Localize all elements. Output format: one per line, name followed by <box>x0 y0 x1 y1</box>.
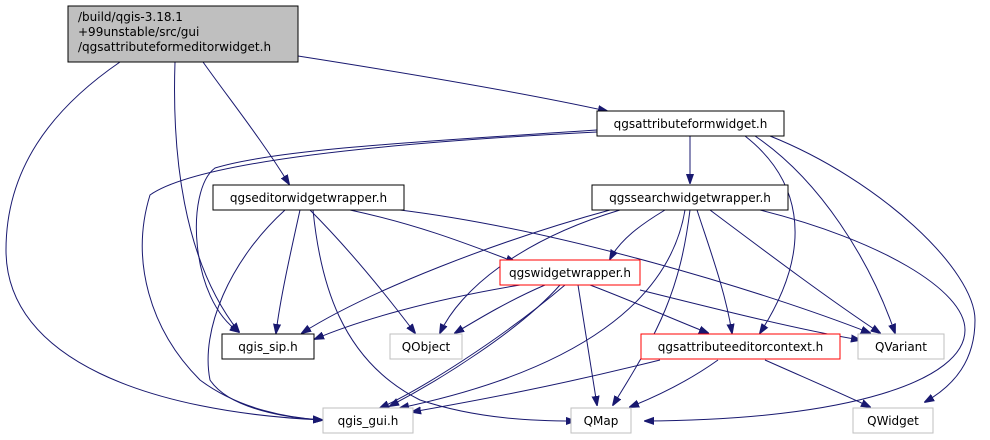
edge-widgetwrapper-to-attributeeditorcontext <box>589 284 708 333</box>
edge-searchwidgetwrapper-to-qgis-sip <box>302 209 611 333</box>
node-qobject-box <box>389 333 463 360</box>
edge-widgetwrapper-to-qmap <box>577 284 597 405</box>
edge-attributeformwidget-to-attributeeditorcontext <box>744 135 796 333</box>
edge-editorwidgetwrapper-to-qgis-gui <box>207 209 322 420</box>
node-attributeformwidget[interactable]: qgsattributeformwidget.h <box>596 110 785 137</box>
node-qwidget: QWidget <box>852 407 934 434</box>
node-root-box <box>67 5 299 63</box>
node-widgetwrapper-label: qgswidgetwrapper.h <box>509 266 631 280</box>
node-attributeformwidget-box <box>596 110 785 137</box>
node-attributeeditorcontext[interactable]: qgsattributeeditorcontext.h <box>640 333 841 360</box>
node-qwidget-label: QWidget <box>867 414 919 428</box>
node-widgetwrapper-box <box>499 259 641 286</box>
edge-attributeeditorcontext-to-qmap <box>630 359 719 407</box>
node-qvariant-box <box>857 333 945 360</box>
node-editorwidgetwrapper-label: qgseditorwidgetwrapper.h <box>230 191 387 205</box>
node-qgis-sip[interactable]: qgis_sip.h <box>221 333 315 360</box>
edge-editorwidgetwrapper-to-qmap <box>312 209 575 421</box>
edge-attributeformwidget-to-qvariant <box>754 135 895 333</box>
node-attributeeditorcontext-label: qgsattributeeditorcontext.h <box>658 340 824 354</box>
node-qgis-sip-box <box>221 333 315 360</box>
edge-root-to-qgis-gui <box>5 61 322 420</box>
edge-searchwidgetwrapper-to-widgetwrapper <box>610 209 666 259</box>
node-qgis-gui-box <box>322 407 414 434</box>
edge-attributeformwidget-to-qgis-sip <box>195 129 598 332</box>
node-qobject-label: QObject <box>402 340 451 354</box>
node-qwidget-box <box>852 407 934 434</box>
node-widgetwrapper[interactable]: qgswidgetwrapper.h <box>499 259 641 286</box>
nodes: /build/qgis-3.18.1 +99unstable/src/gui /… <box>67 5 945 434</box>
node-qmap: QMap <box>570 407 632 434</box>
edge-editorwidgetwrapper-to-widgetwrapper <box>349 209 515 262</box>
edge-widgetwrapper-to-qvariant <box>639 289 860 340</box>
node-qobject: QObject <box>389 333 463 360</box>
edge-editorwidgetwrapper-to-qvariant <box>399 209 870 333</box>
node-searchwidgetwrapper[interactable]: qgssearchwidgetwrapper.h <box>591 184 789 211</box>
node-qmap-label: QMap <box>584 414 619 428</box>
node-qvariant: QVariant <box>857 333 945 360</box>
node-editorwidgetwrapper[interactable]: qgseditorwidgetwrapper.h <box>212 184 405 211</box>
node-searchwidgetwrapper-label: qgssearchwidgetwrapper.h <box>609 191 771 205</box>
node-editorwidgetwrapper-box <box>212 184 405 211</box>
edge-searchwidgetwrapper-to-qvariant <box>709 209 880 333</box>
edge-editorwidgetwrapper-to-qobject <box>309 209 415 333</box>
node-qvariant-label: QVariant <box>875 340 927 354</box>
edge-editorwidgetwrapper-to-qgis-sip <box>276 209 301 333</box>
edge-root-to-attributeformwidget <box>297 55 607 111</box>
edges <box>5 55 976 421</box>
node-attributeformwidget-label: qgsattributeformwidget.h <box>614 117 768 131</box>
edge-root-to-qgis-sip <box>174 61 239 332</box>
node-qgis-sip-label: qgis_sip.h <box>238 340 297 354</box>
edge-attributeformwidget-to-qwidget <box>769 135 976 402</box>
node-qgis-gui-label: qgis_gui.h <box>338 414 399 428</box>
node-root-line-1: /build/qgis-3.18.1 <box>78 10 183 24</box>
edge-widgetwrapper-to-qobject <box>455 284 546 333</box>
edge-attributeformwidget-to-qgis-gui <box>141 131 598 420</box>
edge-searchwidgetwrapper-to-qmap <box>613 209 691 405</box>
edge-searchwidgetwrapper-to-attributeeditorcontext <box>696 209 732 333</box>
edge-attributeeditorcontext-to-qgis-gui <box>412 359 661 412</box>
edge-root-to-editorwidgetwrapper <box>202 61 289 184</box>
node-qgis-gui: qgis_gui.h <box>322 407 414 434</box>
edge-attributeeditorcontext-to-qwidget <box>764 359 870 407</box>
node-searchwidgetwrapper-box <box>591 184 789 211</box>
edge-widgetwrapper-to-qgis-gui-2 <box>380 284 566 408</box>
node-root[interactable]: /build/qgis-3.18.1 +99unstable/src/gui /… <box>67 5 299 63</box>
edge-searchwidgetwrapper-to-qwidget-or-qmap <box>645 209 966 421</box>
node-root-line-2: +99unstable/src/gui <box>78 25 199 39</box>
node-root-line-3: /qgsattributeformeditorwidget.h <box>78 40 271 54</box>
edge-searchwidgetwrapper-to-qgis-gui <box>400 209 686 408</box>
edge-widgetwrapper-to-qgis-gui <box>390 284 561 406</box>
node-qmap-box <box>570 407 632 434</box>
node-attributeeditorcontext-box <box>640 333 841 360</box>
edge-widgetwrapper-to-qgis-sip <box>315 284 521 339</box>
